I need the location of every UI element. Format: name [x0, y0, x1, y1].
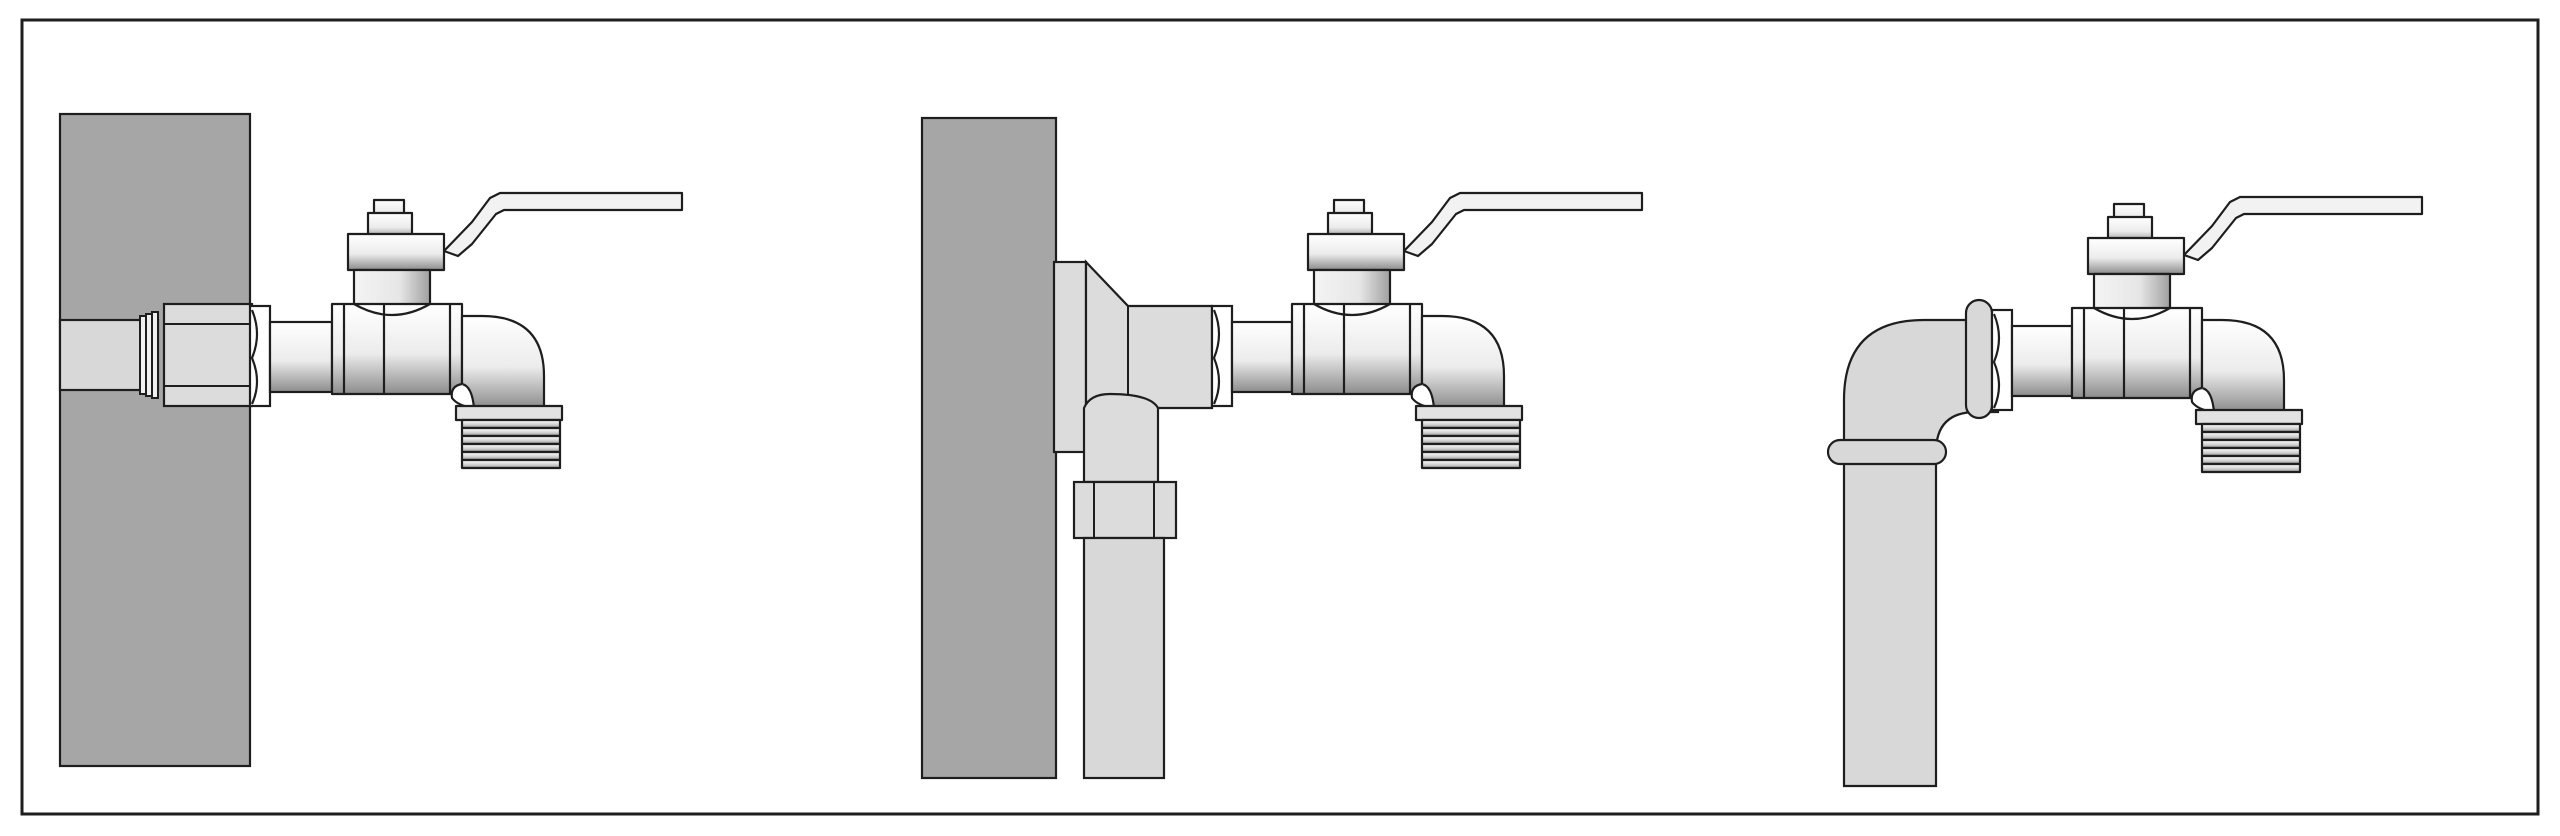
- nipple: [1230, 320, 1294, 394]
- nipple: [2010, 324, 2074, 398]
- figure-frame: [20, 18, 2540, 816]
- coupling-nut: [162, 302, 254, 408]
- pipe-collar: [1964, 298, 1994, 420]
- panel-1: [58, 112, 684, 768]
- hex-nut: [1210, 304, 1234, 408]
- panel-3: [1826, 195, 2424, 788]
- wall-flange: [1052, 260, 1088, 454]
- hex-nut: [248, 304, 272, 408]
- thread-rings: [139, 311, 159, 399]
- wall: [920, 116, 1058, 780]
- panel-2: [920, 116, 1644, 780]
- elbow-pipe: [1842, 318, 2000, 788]
- pipe-union: [1072, 480, 1178, 540]
- vertical-pipe: [1082, 536, 1166, 780]
- wall: [58, 112, 252, 768]
- nipple: [268, 320, 334, 394]
- pipe-collar: [1826, 438, 1948, 466]
- hex-nut: [1990, 308, 2014, 412]
